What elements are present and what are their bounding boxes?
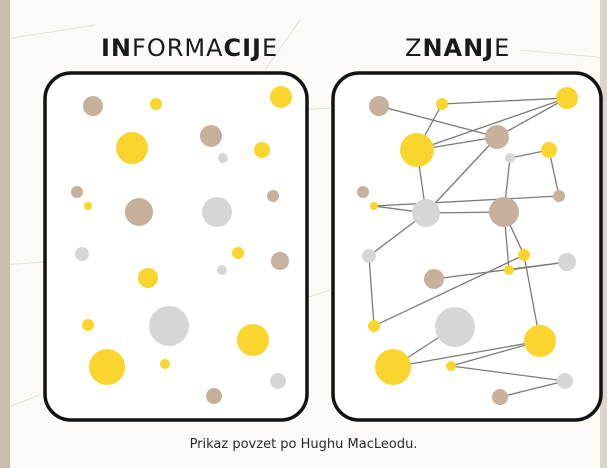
info-dot-gray (218, 153, 228, 163)
knowledge-node-yellow (375, 349, 411, 385)
knowledge-edge (373, 195, 560, 207)
knowledge-node-yellow (368, 320, 380, 332)
info-dot-yellow (82, 319, 94, 331)
info-dot-gray (217, 265, 227, 275)
info-dot-brown (200, 125, 222, 147)
knowledge-node-gray (558, 253, 576, 271)
knowledge-node-brown (424, 269, 444, 289)
knowledge-edge (441, 97, 568, 105)
left-segment: FORMA (132, 34, 224, 62)
info-dot-yellow (254, 142, 270, 158)
knowledge-node-brown (357, 186, 369, 198)
info-dot-yellow (138, 268, 158, 288)
knowledge-edge (368, 255, 375, 327)
info-dot-yellow (84, 202, 92, 210)
knowledge-node-yellow (504, 265, 514, 275)
left-segment: E (262, 34, 279, 62)
knowledge-node-brown (369, 96, 389, 116)
info-dot-brown (125, 198, 153, 226)
knowledge-node-yellow (446, 361, 456, 371)
info-dot-gray (270, 373, 286, 389)
knowledge-node-gray (362, 249, 376, 263)
info-dot-yellow (116, 132, 148, 164)
knowledge-edge (392, 340, 541, 368)
knowledge-node-brown (553, 190, 565, 202)
knowledge-node-yellow (541, 142, 557, 158)
knowledge-edge (496, 97, 568, 138)
knowledge-node-brown (485, 125, 509, 149)
info-dot-yellow (232, 247, 244, 259)
informacije-frame (43, 71, 309, 422)
knowledge-node-yellow (518, 249, 530, 261)
info-dot-brown (267, 190, 279, 202)
left-segment: IN (101, 34, 133, 62)
knowledge-node-yellow (400, 133, 434, 167)
info-dot-brown (206, 388, 222, 404)
knowledge-node-yellow (436, 98, 448, 110)
info-dot-yellow (150, 98, 162, 110)
knowledge-node-brown (489, 197, 519, 227)
knowledge-edge (425, 136, 498, 214)
knowledge-edge (433, 261, 568, 280)
info-dot-yellow (89, 349, 125, 385)
knowledge-node-gray (412, 199, 440, 227)
knowledge-node-yellow (556, 87, 578, 109)
right-segment: E (494, 34, 511, 62)
info-dot-brown (71, 186, 83, 198)
info-dot-brown (83, 96, 103, 116)
caption: Prikaz povzet po Hughu MacLeodu. (189, 437, 418, 452)
title-znanje: ZNANJE (405, 34, 510, 62)
knowledge-edge (450, 365, 566, 382)
knowledge-edge (373, 254, 525, 327)
right-segment: NANJ (422, 34, 495, 62)
knowledge-edge (416, 97, 568, 151)
right-segment: Z (405, 34, 423, 62)
info-dot-gray (202, 197, 232, 227)
knowledge-node-yellow (524, 325, 556, 357)
title-informacije: INFORMACIJE (101, 34, 278, 62)
knowledge-node-gray (505, 153, 515, 163)
knowledge-node-yellow (370, 202, 378, 210)
knowledge-node-brown (492, 389, 508, 405)
knowledge-edge (378, 105, 498, 138)
knowledge-node-gray (435, 307, 475, 347)
knowledge-edge (499, 380, 566, 398)
znanje-nodes (357, 87, 578, 405)
info-dot-brown (271, 252, 289, 270)
info-dot-gray (149, 306, 189, 346)
knowledge-node-gray (557, 373, 573, 389)
info-dot-yellow (237, 324, 269, 356)
left-edge-strip (0, 0, 10, 468)
left-segment: CIJ (223, 34, 262, 62)
info-dot-gray (75, 247, 89, 261)
info-dot-yellow (270, 86, 292, 108)
info-dot-yellow (160, 359, 170, 369)
right-edge-strip (600, 0, 607, 468)
informacije-dots (71, 86, 292, 404)
